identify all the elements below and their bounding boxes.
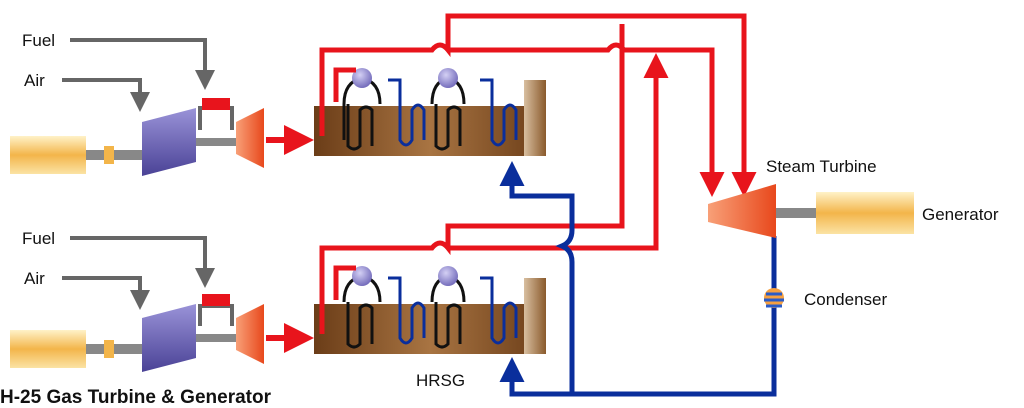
water-piping bbox=[499, 161, 777, 397]
steam-drum-hp-bottom bbox=[352, 266, 372, 286]
air-line-top bbox=[62, 78, 150, 112]
gas-turbine-train-top bbox=[10, 38, 314, 176]
feedwater-riser-top bbox=[499, 161, 575, 394]
hrsg-coil-ip-bottom bbox=[430, 274, 466, 349]
steam-drum-ip-top bbox=[438, 68, 458, 88]
generator-label: Generator bbox=[922, 205, 999, 224]
combustor-bottom bbox=[202, 294, 230, 306]
steam-drum-ip-bottom bbox=[438, 266, 458, 286]
ip-steam-bottom-loop bbox=[333, 265, 356, 300]
generator-steam bbox=[816, 192, 914, 234]
air-line-bottom bbox=[62, 276, 150, 310]
fuel-label-bottom: Fuel bbox=[22, 229, 56, 248]
condenser-label: Condenser bbox=[804, 290, 888, 309]
hrsg-label: HRSG bbox=[416, 371, 466, 390]
air-label-top: Air bbox=[24, 71, 45, 90]
ip-steam-bottom-riser bbox=[448, 53, 669, 251]
air-label-bottom: Air bbox=[24, 269, 45, 288]
shaft-bottom-b bbox=[114, 344, 142, 354]
compressor-top bbox=[142, 108, 196, 176]
fuel-line-bottom bbox=[70, 236, 215, 288]
coupling-top bbox=[104, 146, 114, 164]
hrsg-water-coil-bottom bbox=[388, 276, 518, 345]
steam-turbine-set bbox=[708, 184, 914, 308]
condenser-icon bbox=[764, 288, 784, 308]
shaft-top-b bbox=[114, 150, 142, 160]
fuel-label-top: Fuel bbox=[22, 31, 56, 50]
feedwater-return bbox=[499, 236, 777, 397]
coupling-bottom bbox=[104, 340, 114, 358]
hrsg-stack-top bbox=[524, 80, 546, 156]
combustor-loop-bottom bbox=[198, 304, 234, 326]
shaft-top-a bbox=[86, 150, 104, 160]
hp-steam-top-riser bbox=[319, 13, 757, 197]
turbine-bottom bbox=[236, 304, 264, 364]
ip-steam-top-loop bbox=[333, 67, 356, 102]
generator-bottom bbox=[10, 330, 86, 368]
hrsg-stack-bottom bbox=[524, 278, 546, 354]
hp-steam-bottom-riser bbox=[319, 24, 625, 334]
gas-turbine-caption: H-25 Gas Turbine & Generator bbox=[0, 387, 271, 408]
turbine-top bbox=[236, 108, 264, 168]
shaft-bottom-a bbox=[86, 344, 104, 354]
generator-top bbox=[10, 136, 86, 174]
hrsg-top bbox=[314, 68, 546, 156]
fuel-line-top bbox=[70, 38, 215, 90]
steam-turbine-label: Steam Turbine bbox=[766, 157, 877, 176]
steam-piping bbox=[319, 13, 757, 334]
hrsg-coil-ip-top bbox=[430, 76, 466, 151]
combustor-top bbox=[202, 98, 230, 110]
gas-turbine-train-bottom bbox=[10, 236, 314, 372]
compressor-bottom bbox=[142, 304, 196, 372]
steam-turbine-shaft bbox=[776, 208, 816, 218]
shaft-top-c bbox=[196, 138, 236, 146]
hrsg-bottom bbox=[314, 266, 546, 354]
steam-drum-hp-top bbox=[352, 68, 372, 88]
combustor-loop-top bbox=[198, 106, 234, 130]
hrsg-water-coil-top bbox=[388, 78, 518, 147]
shaft-bottom-c bbox=[196, 334, 236, 342]
steam-turbine bbox=[708, 184, 776, 238]
